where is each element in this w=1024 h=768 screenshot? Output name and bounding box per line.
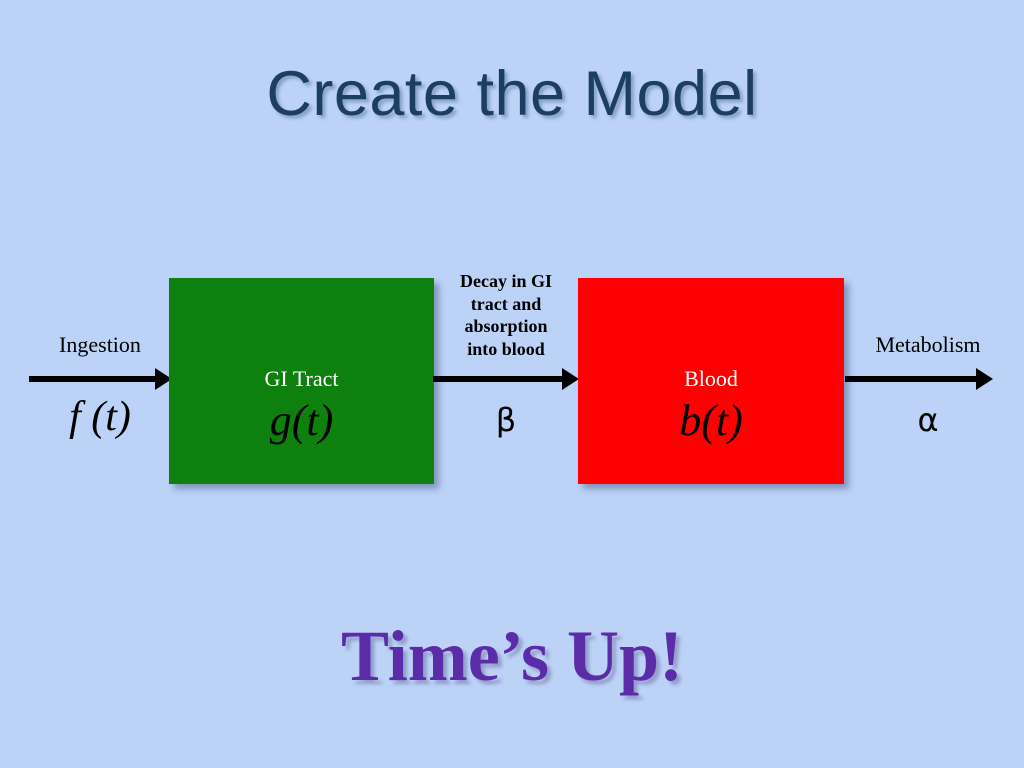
compartment-function-gi-tract: g(t)	[269, 396, 334, 445]
flow-label-line-2: tract and	[470, 293, 542, 314]
flow-label-metabolism: Metabolism	[875, 332, 981, 357]
flow-label-ingestion: Ingestion	[59, 332, 141, 357]
flow-symbol-beta: β	[495, 401, 517, 439]
arrow-ingestion	[29, 368, 172, 390]
compartment-box-blood[interactable]: Blood b(t)	[578, 278, 844, 484]
compartment-name-blood: Blood	[684, 366, 738, 391]
bottom-headline: Time’s Up!	[341, 616, 683, 696]
arrow-metabolism	[845, 368, 993, 390]
flow-label-line-4: into blood	[467, 338, 545, 359]
compartment-name-gi-tract: GI Tract	[264, 366, 339, 391]
arrow-gi-to-blood-head	[562, 368, 579, 390]
flow-symbol-alpha: α	[917, 401, 939, 439]
flow-symbol-ingestion: f (t)	[69, 394, 131, 440]
arrow-metabolism-line	[845, 376, 978, 382]
arrow-ingestion-head	[155, 368, 172, 390]
arrow-ingestion-line	[29, 376, 157, 382]
page-title: Create the Model	[266, 59, 758, 129]
compartment-function-blood: b(t)	[679, 396, 743, 445]
arrow-gi-to-blood	[433, 368, 579, 390]
compartment-box-gi-tract[interactable]: GI Tract g(t)	[169, 278, 434, 484]
flow-label-line-1: Decay in GI	[460, 271, 552, 291]
flow-label-gi-to-blood: Decay in GI tract and absorption into bl…	[436, 270, 576, 360]
flow-label-line-3: absorption	[464, 316, 548, 336]
arrow-gi-to-blood-line	[433, 376, 564, 382]
arrow-metabolism-head	[976, 368, 993, 390]
